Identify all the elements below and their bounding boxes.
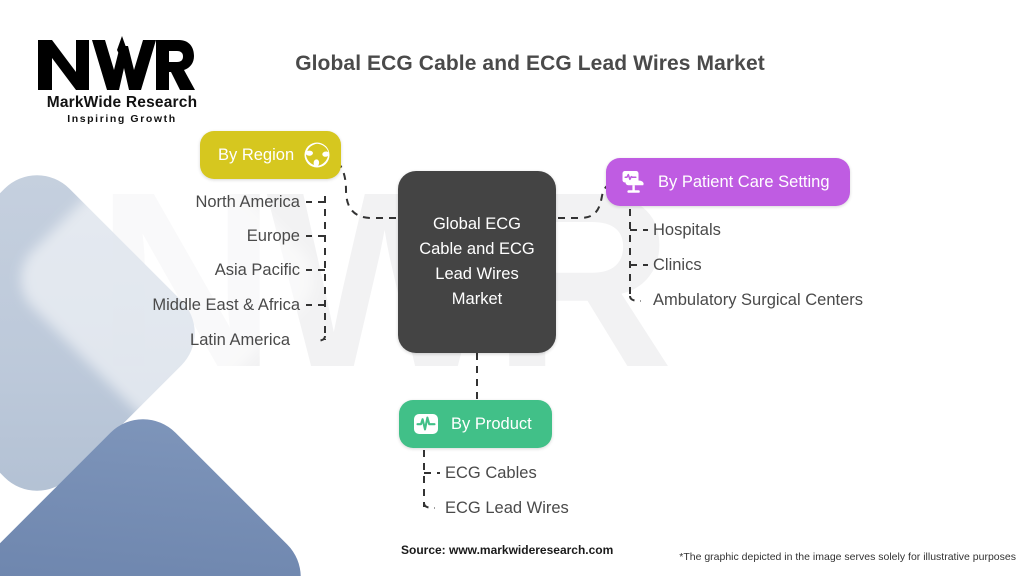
leaf-region-0: North America xyxy=(195,193,300,211)
badge-by-region-label: By Region xyxy=(218,145,295,164)
leaf-region-3: Middle East & Africa xyxy=(152,296,300,314)
source-text: Source: www.markwideresearch.com xyxy=(401,543,614,557)
leaf-region-2: Asia Pacific xyxy=(214,261,300,279)
leaf-region-1: Europe xyxy=(246,227,300,245)
badge-by-region[interactable]: By Region xyxy=(200,131,342,179)
connector-center-region xyxy=(324,155,396,219)
leaf-care-0: Hospitals xyxy=(653,221,721,239)
brand-logo: MarkWide Research Inspiring Growth xyxy=(36,36,208,125)
disclaimer-text: *The graphic depicted in the image serve… xyxy=(679,551,1016,563)
connector-care-item-2 xyxy=(629,295,642,302)
connector-region-item-4 xyxy=(314,335,326,342)
badge-by-patient-care-setting-label: By Patient Care Setting xyxy=(658,172,830,191)
globe-icon xyxy=(304,142,330,168)
leaf-product-1: ECG Lead Wires xyxy=(445,499,569,517)
leaf-care-2: Ambulatory Surgical Centers xyxy=(653,291,864,309)
nwr-logo-icon xyxy=(38,36,195,90)
connector-center-care xyxy=(558,181,619,219)
page-title: Global ECG Cable and ECG Lead Wires Mark… xyxy=(295,52,765,75)
heartbeat-icon xyxy=(414,414,438,434)
leaf-care-1: Clinics xyxy=(653,256,702,274)
brand-tagline: Inspiring Growth xyxy=(67,113,177,125)
badge-by-patient-care-setting[interactable]: By Patient Care Setting xyxy=(606,158,850,206)
connector-product-item-1 xyxy=(423,502,436,509)
center-node: Global ECG Cable and ECG Lead Wires Mark… xyxy=(398,171,556,353)
center-node-label: Global ECG Cable and ECG Lead Wires Mark… xyxy=(419,215,535,308)
leaf-product-0: ECG Cables xyxy=(445,464,537,482)
leaf-region-4: Latin America xyxy=(190,331,290,349)
brand-name: MarkWide Research xyxy=(46,94,198,111)
badge-by-product-label: By Product xyxy=(451,414,532,433)
badge-by-product[interactable]: By Product xyxy=(399,400,552,448)
patient-monitor-icon xyxy=(622,171,644,193)
